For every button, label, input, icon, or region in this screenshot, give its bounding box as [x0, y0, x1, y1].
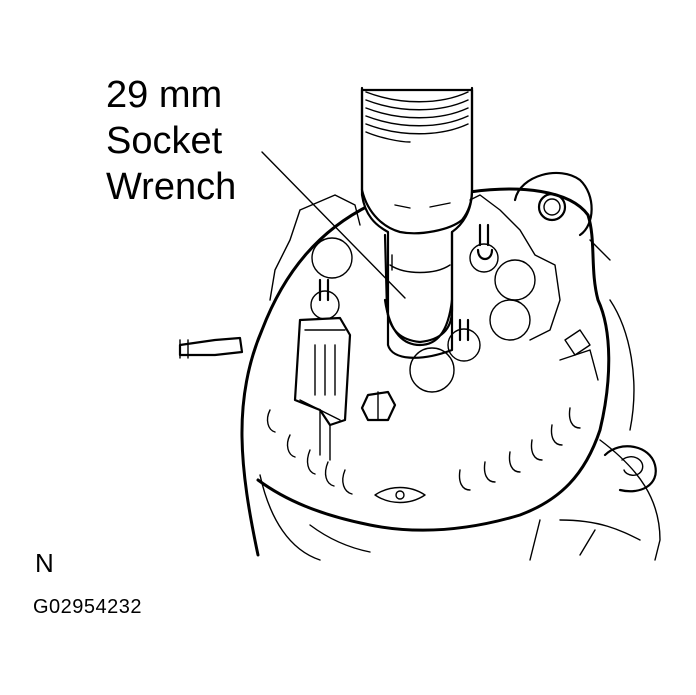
mounting-ear — [513, 171, 593, 237]
callout-leader-line — [261, 151, 406, 299]
callout-line-3: Wrench — [106, 166, 237, 208]
view-label: N — [35, 548, 54, 578]
alternator-housing — [240, 187, 611, 557]
connector — [293, 316, 352, 461]
callout-line-1: 29 mm — [106, 74, 223, 116]
socket-wrench — [360, 86, 474, 359]
callout-label: 29 mm Socket Wrench — [106, 72, 236, 210]
figure-id: G02954232 — [33, 596, 143, 618]
callout-line-2: Socket — [106, 120, 223, 162]
